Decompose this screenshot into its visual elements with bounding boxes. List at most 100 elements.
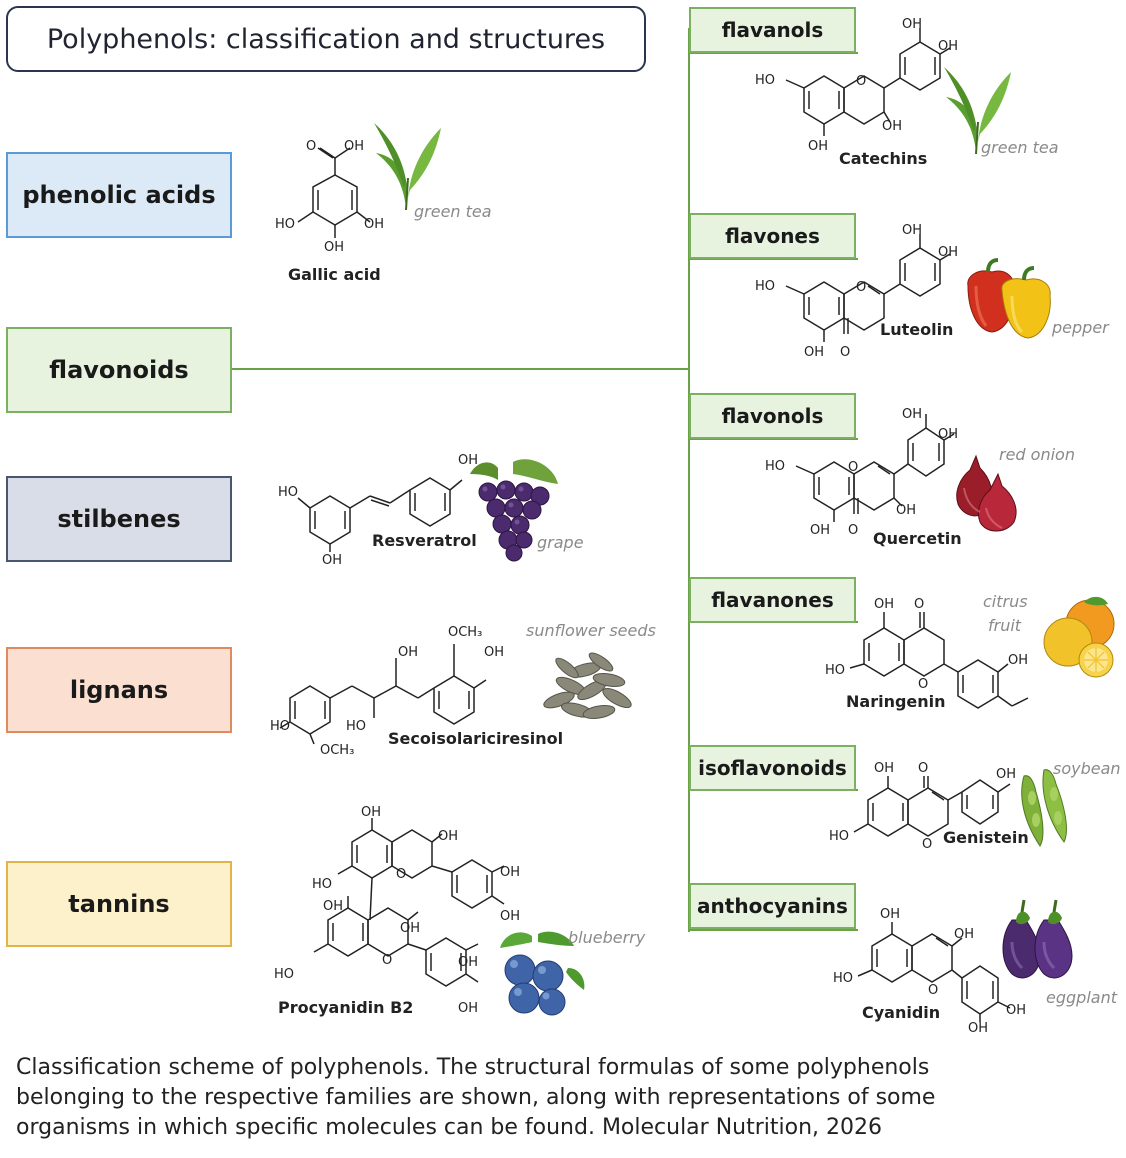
svg-text:OH: OH [954, 927, 974, 942]
svg-text:OH: OH [344, 139, 364, 154]
svg-text:OH: OH [458, 1001, 478, 1016]
subclass-flavones: flavones [689, 213, 856, 259]
branch-flavones [688, 258, 858, 260]
svg-text:OH: OH [996, 767, 1016, 782]
class-box-flavonoids: flavonoids [6, 327, 232, 413]
svg-text:HO: HO [829, 829, 849, 844]
svg-text:O: O [914, 597, 924, 612]
svg-text:OH: OH [874, 761, 894, 776]
source-label-blueberry: blueberry [568, 928, 646, 947]
svg-text:OH: OH [322, 553, 342, 568]
green-tea-leaf-icon [374, 123, 441, 211]
branch-anthocyanins [688, 929, 858, 931]
soybean-icon [1021, 769, 1067, 847]
source-label-green-tea-1: green tea [414, 202, 492, 221]
gallic-acid-structure: O OH HO OH OH [275, 139, 384, 255]
svg-text:O: O [306, 139, 316, 154]
svg-text:O: O [922, 837, 932, 852]
source-label-grape: grape [537, 533, 584, 552]
subclass-flavonols: flavonols [689, 393, 856, 439]
source-label-citrus-line2: fruit [988, 616, 1022, 635]
svg-text:OH: OH [484, 645, 504, 660]
svg-text:HO: HO [270, 719, 290, 734]
subclass-anthocyanins: anthocyanins [689, 883, 856, 929]
class-box-tannins: tannins [6, 861, 232, 947]
svg-text:HO: HO [274, 967, 294, 982]
blueberry-icon [500, 931, 585, 1016]
svg-text:OH: OH [810, 523, 830, 538]
svg-text:OH: OH [500, 909, 520, 924]
svg-text:OH: OH [968, 1021, 988, 1036]
svg-text:HO: HO [765, 459, 785, 474]
svg-text:O: O [918, 761, 928, 776]
svg-text:O: O [848, 523, 858, 538]
svg-text:HO: HO [278, 485, 298, 500]
svg-text:OH: OH [896, 503, 916, 518]
class-box-stilbenes: stilbenes [6, 476, 232, 562]
svg-text:OH: OH [364, 217, 384, 232]
svg-text:OH: OH [1008, 653, 1028, 668]
svg-text:O: O [856, 280, 866, 295]
source-label-pepper: pepper [1052, 318, 1109, 337]
svg-text:OH: OH [438, 829, 458, 844]
molecule-name-genistein: Genistein [943, 828, 1029, 847]
svg-text:O: O [840, 345, 850, 360]
citrus-fruit-icon [1043, 596, 1115, 678]
svg-text:OH: OH [398, 645, 418, 660]
svg-text:OH: OH [882, 119, 902, 134]
svg-text:OH: OH [458, 453, 478, 468]
molecule-name-naringenin: Naringenin [846, 692, 946, 711]
resveratrol-structure: HO OH OH [278, 453, 478, 568]
molecule-name-procyanidin-b2: Procyanidin B2 [278, 998, 414, 1017]
svg-text:OH: OH [938, 245, 958, 260]
green-tea-leaf-icon-2 [944, 67, 1011, 155]
eggplant-icon [1002, 899, 1073, 979]
subclass-isoflavonoids: isoflavonoids [689, 745, 856, 791]
molecule-name-quercetin: Quercetin [873, 529, 962, 548]
svg-text:OH: OH [500, 865, 520, 880]
svg-text:HO: HO [833, 971, 853, 986]
svg-text:OCH₃: OCH₃ [320, 743, 354, 758]
svg-text:OCH₃: OCH₃ [448, 625, 482, 640]
molecule-name-resveratrol: Resveratrol [372, 531, 477, 550]
svg-text:OH: OH [323, 899, 343, 914]
source-label-red-onion: red onion [999, 445, 1075, 464]
source-label-green-tea-2: green tea [981, 138, 1059, 157]
branch-flavonols [688, 438, 858, 440]
svg-text:OH: OH [902, 223, 922, 238]
source-label-eggplant: eggplant [1046, 988, 1117, 1007]
svg-text:HO: HO [825, 663, 845, 678]
svg-text:OH: OH [361, 805, 381, 820]
svg-text:HO: HO [275, 217, 295, 232]
svg-text:O: O [918, 677, 928, 692]
svg-text:OH: OH [324, 240, 344, 255]
class-box-phenolic-acids: phenolic acids [6, 152, 232, 238]
molecule-name-cyanidin: Cyanidin [862, 1003, 941, 1022]
svg-text:OH: OH [874, 597, 894, 612]
pepper-icon [967, 258, 1051, 339]
genistein-structure: OH O HO O OH [829, 761, 1016, 852]
svg-text:O: O [856, 74, 866, 89]
svg-text:HO: HO [755, 279, 775, 294]
svg-text:OH: OH [938, 39, 958, 54]
subclass-flavanols: flavanols [689, 7, 856, 53]
class-box-lignans: lignans [6, 647, 232, 733]
svg-text:OH: OH [938, 427, 958, 442]
subclass-flavanones: flavanones [689, 577, 856, 623]
figure-caption: Classification scheme of polyphenols. Th… [16, 1055, 936, 1140]
red-onion-icon [956, 454, 1017, 532]
molecule-name-luteolin: Luteolin [880, 320, 954, 339]
svg-text:O: O [848, 460, 858, 475]
flavonoids-connector [232, 368, 690, 370]
sunflower-seeds-icon [543, 652, 632, 720]
svg-text:OH: OH [902, 17, 922, 32]
svg-text:OH: OH [1006, 1003, 1026, 1018]
svg-text:O: O [928, 983, 938, 998]
molecule-name-catechins: Catechins [839, 149, 928, 168]
